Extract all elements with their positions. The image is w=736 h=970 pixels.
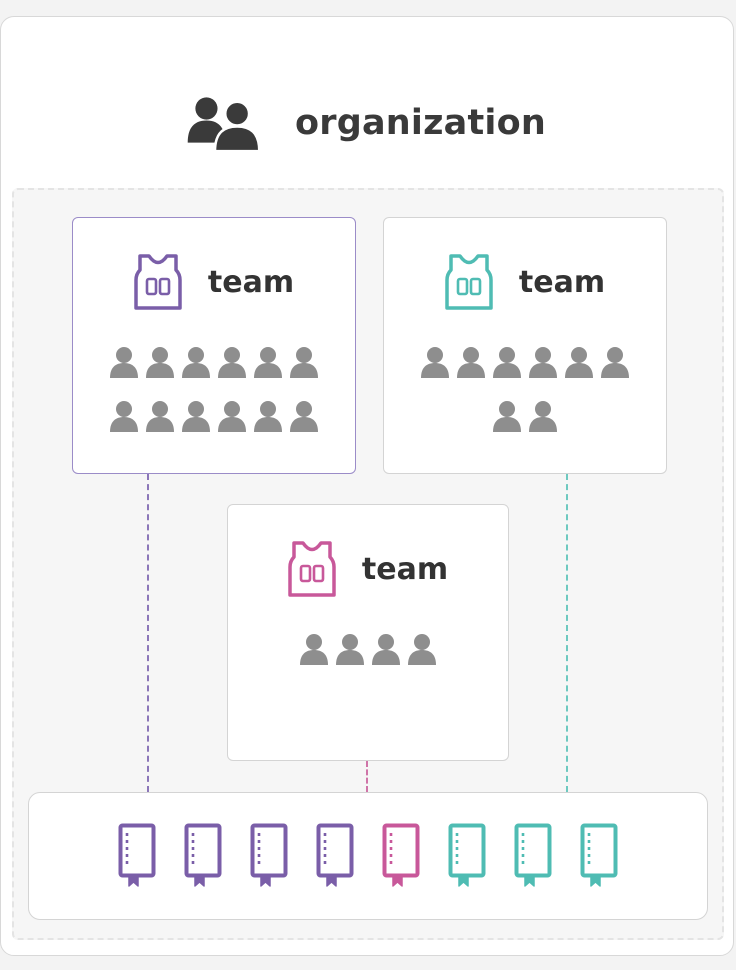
person-icon [300,634,328,665]
team-members [228,633,508,687]
team-label: team [207,264,295,300]
person-icon [254,401,282,432]
organization-title: organization [295,103,546,143]
repo-book-icon[interactable] [514,823,552,889]
person-icon [457,347,485,378]
person-icon [421,347,449,378]
team-label: team [361,551,449,587]
person-icon [336,634,364,665]
team-card-3[interactable]: team [227,504,509,761]
person-icon [493,401,521,432]
team-card-2[interactable]: team [383,217,667,474]
person-icon [290,401,318,432]
person-icon [146,401,174,432]
jersey-icon [445,254,493,310]
repositories-bar [28,792,708,920]
repo-book-icon[interactable] [118,823,156,889]
repo-book-icon[interactable] [448,823,486,889]
person-icon [182,347,210,378]
team-members [384,346,666,454]
person-icon [218,347,246,378]
person-icon [110,401,138,432]
team-label: team [518,264,606,300]
team-2-connector [566,474,568,792]
jersey-icon [134,254,182,310]
repo-book-icon[interactable] [250,823,288,889]
team-card-1[interactable]: team [72,217,356,474]
team-card-2-header: team [384,252,666,312]
organization-header: organization [186,88,546,158]
person-icon [290,347,318,378]
jersey-icon [288,541,336,597]
repo-book-icon[interactable] [382,823,420,889]
team-members [73,346,355,454]
person-icon [110,347,138,378]
team-card-3-header: team [228,539,508,599]
person-icon [146,347,174,378]
person-icon [565,347,593,378]
person-icon [372,634,400,665]
person-icon [601,347,629,378]
person-icon [493,347,521,378]
repo-book-icon[interactable] [184,823,222,889]
repo-book-icon[interactable] [580,823,618,889]
team-1-connector [147,474,149,792]
person-icon [529,347,557,378]
users-icon [187,97,261,153]
person-icon [254,347,282,378]
person-icon [182,401,210,432]
team-card-1-header: team [73,252,355,312]
person-icon [218,401,246,432]
person-icon [529,401,557,432]
person-icon [408,634,436,665]
team-3-connector [366,761,368,792]
repo-book-icon[interactable] [316,823,354,889]
